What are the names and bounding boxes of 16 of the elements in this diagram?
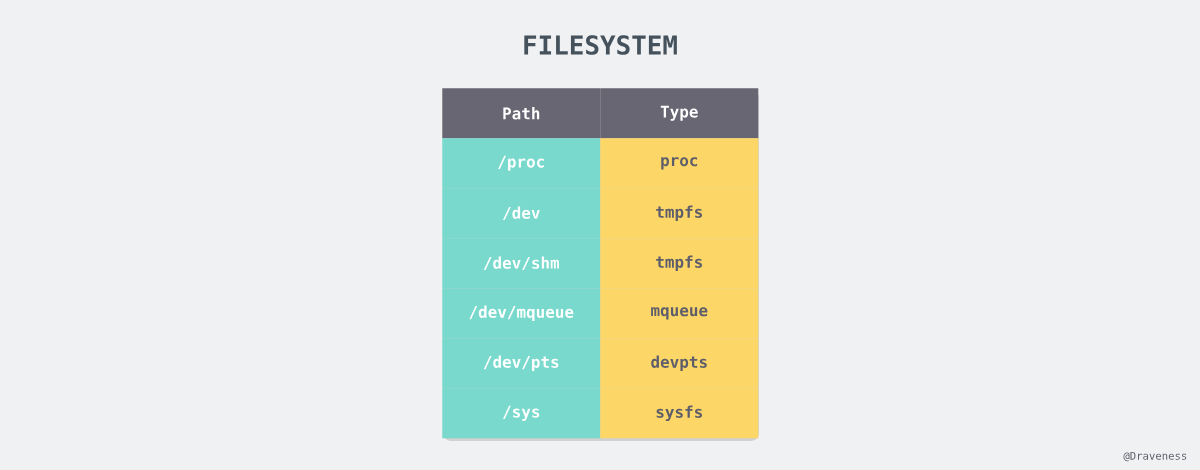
table-cell: /dev/pts [442, 338, 601, 389]
title: FILESYSTEM [524, 35, 677, 55]
table-cell: /sys [442, 388, 601, 439]
table-cell: /dev/shm [442, 238, 601, 289]
table-cell: mqueue [600, 288, 759, 339]
table-cell: sysfs [600, 388, 759, 439]
table-cell: tmpfs [600, 188, 759, 239]
table-cell: proc [600, 138, 759, 189]
table-cell: /dev [442, 188, 601, 239]
signature: @Draveness [1123, 451, 1187, 462]
header-cell: Path [442, 88, 601, 139]
table-cell: /proc [442, 138, 601, 189]
table-cell: /dev/mqueue [442, 288, 601, 339]
table-cell: devpts [600, 338, 759, 389]
header-cell: Type [600, 88, 759, 139]
table-cell: tmpfs [600, 238, 759, 289]
